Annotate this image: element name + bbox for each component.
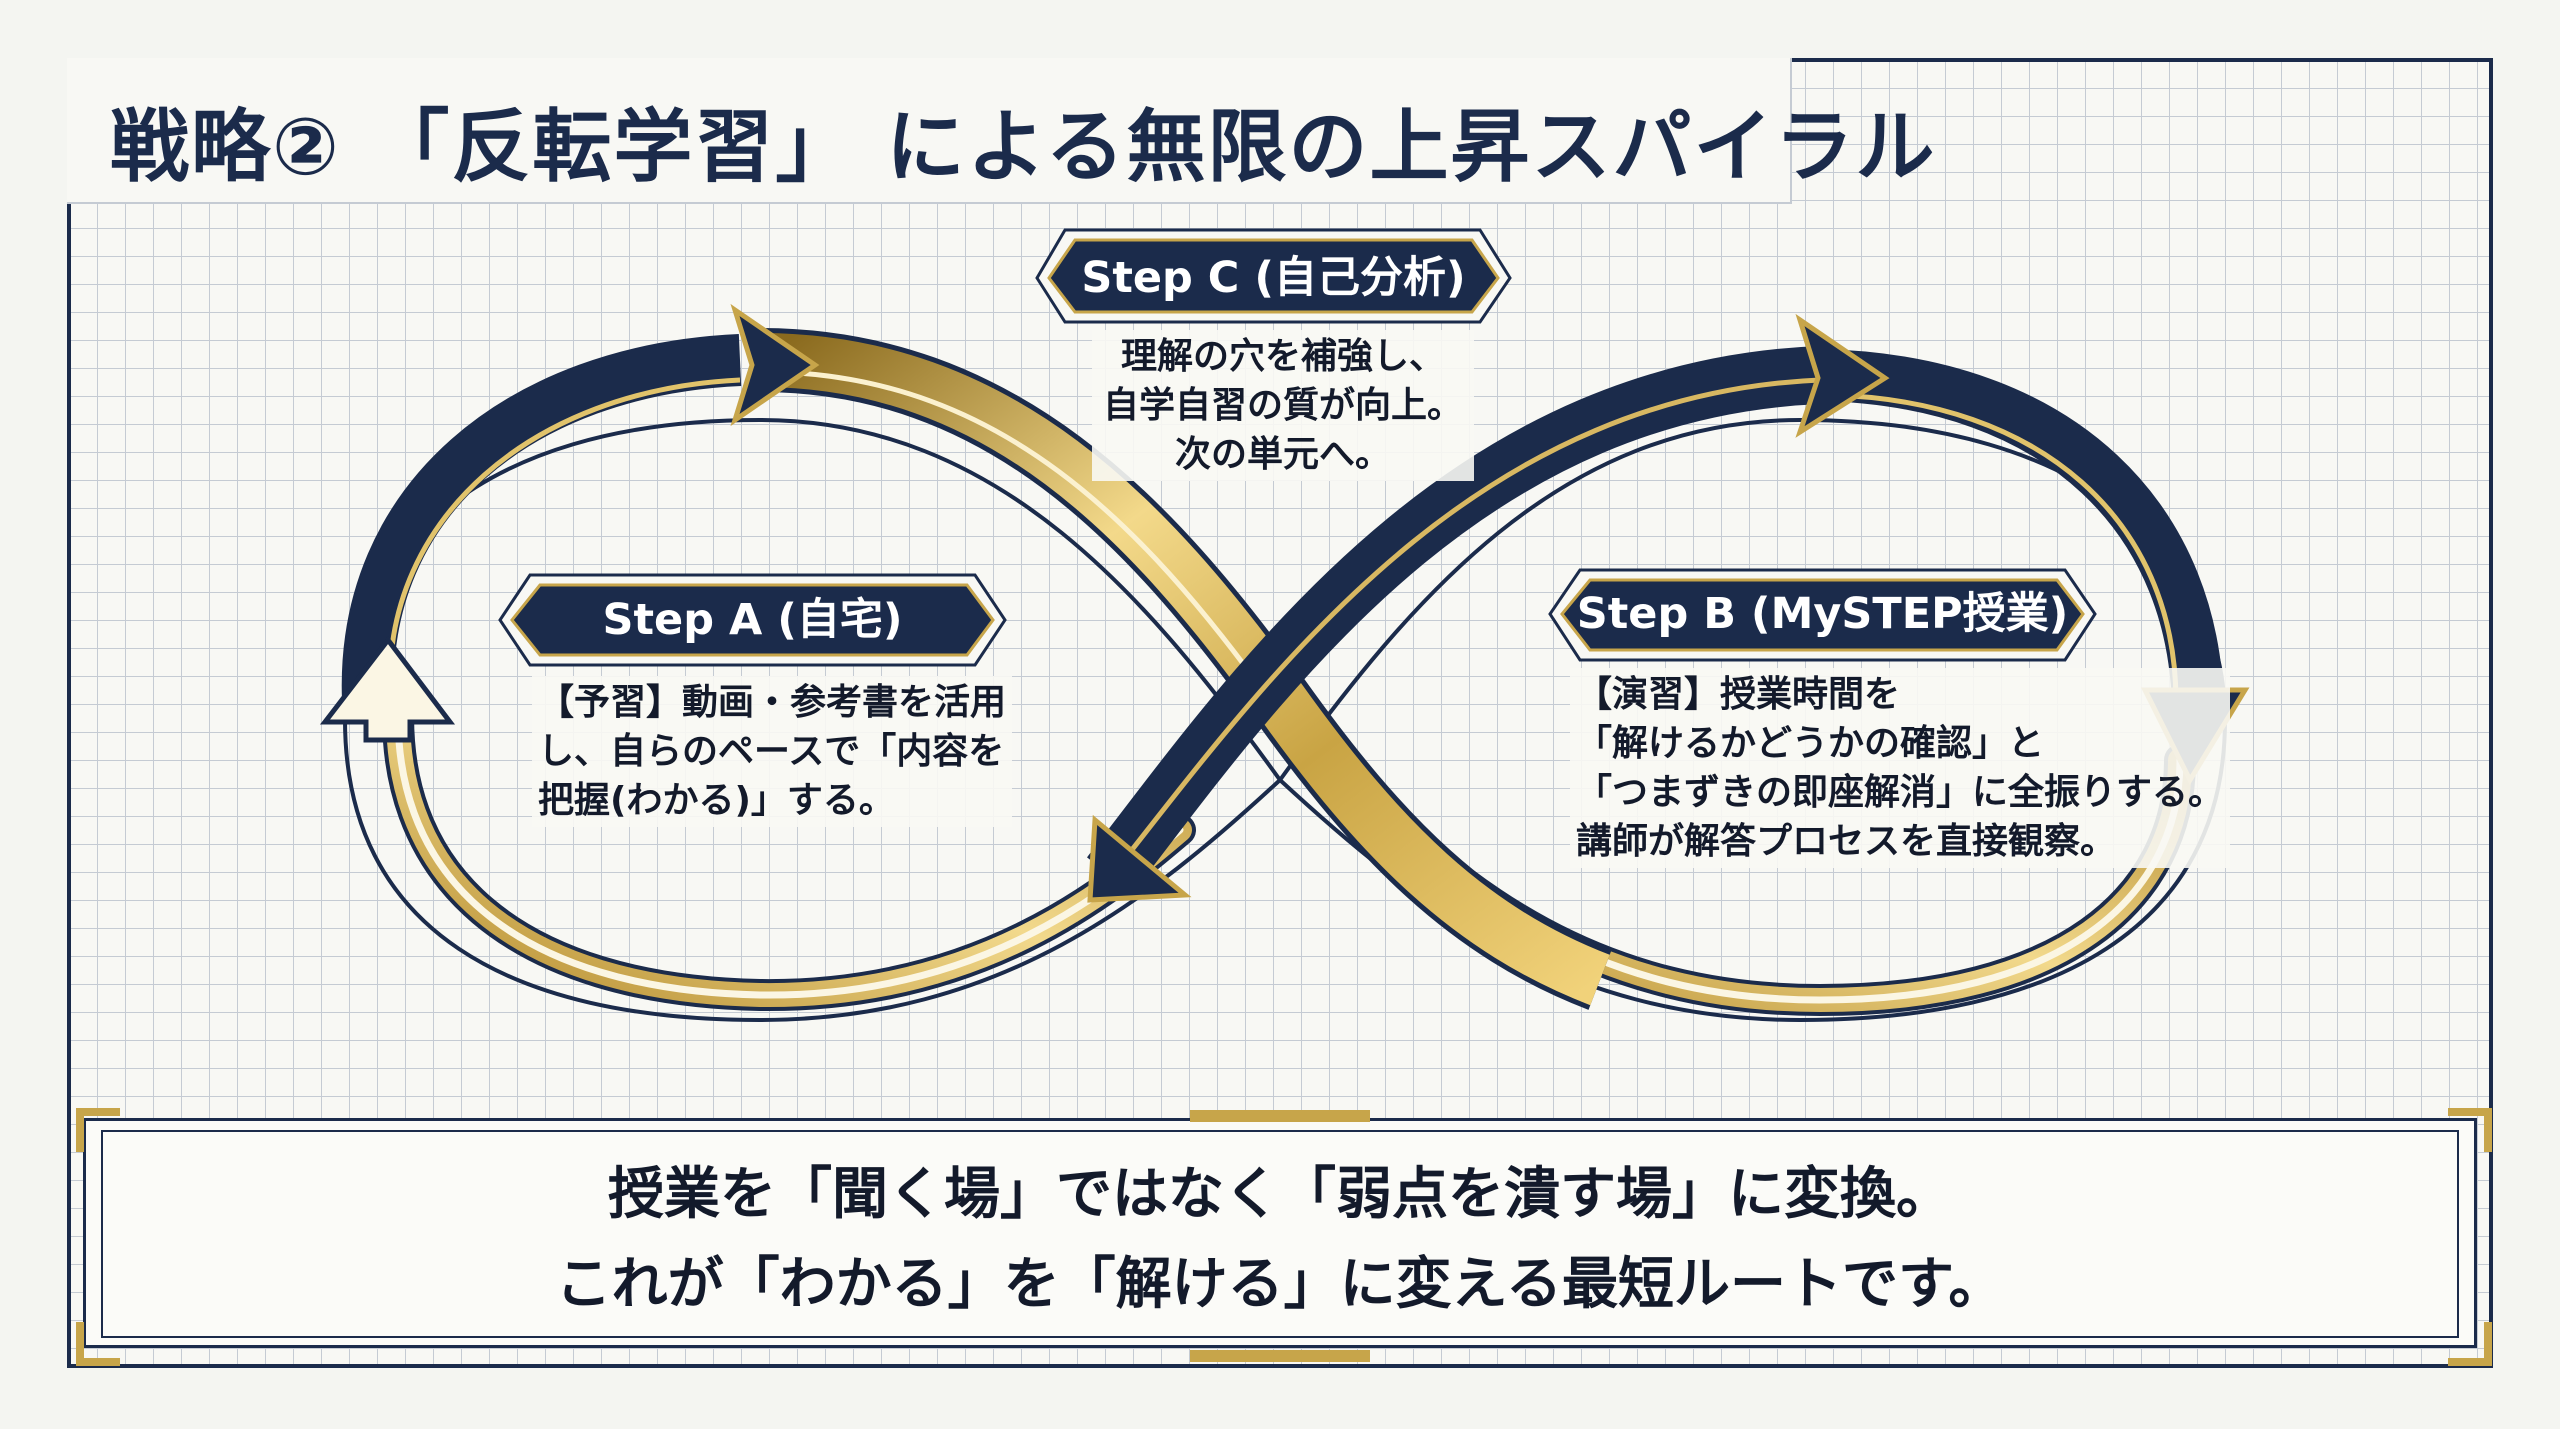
corner-ornament: [2448, 1322, 2492, 1366]
step-a-line: し、自らのペースで「内容を: [538, 731, 1005, 772]
step-b-line: 【演習】授業時間を: [1576, 674, 1901, 715]
step-a-description: 【予習】動画・参考書を活用 し、自らのペースで「内容を 把握(わかる)」する。: [532, 676, 1013, 827]
title-panel: [67, 58, 1792, 204]
step-b-line: 講師が解答プロセスを直接観察。: [1576, 821, 2117, 862]
step-b-line: 「解けるかどうかの確認」と: [1576, 723, 2045, 764]
arc-step-a-to-c: [341, 334, 742, 702]
step-b-label: Step B (MySTEP授業): [1576, 589, 2069, 639]
conclusion-line-1: 授業を「聞く場」ではなく「弱点を潰す場」に変換。: [608, 1162, 1952, 1227]
arrow-head-icon: [319, 303, 2250, 903]
gold-accent-bar: [1190, 1110, 1370, 1122]
arc-right-loop: [1819, 349, 2225, 721]
step-banners: [498, 228, 2097, 667]
step-b-description: 【演習】授業時間を 「解けるかどうかの確認」と 「つまずきの即座解消」に全振りす…: [1570, 668, 2231, 868]
step-c-description: 理解の穴を補強し、 自学自習の質が向上。 次の単元へ。: [1092, 330, 1474, 481]
step-c-line: 自学自習の質が向上。: [1102, 385, 1463, 426]
gold-accent-bar: [1190, 1350, 1370, 1362]
step-a-label: Step A (自宅): [602, 595, 903, 645]
step-c-line: 理解の穴を補強し、: [1120, 336, 1445, 377]
conclusion-text: 授業を「聞く場」ではなく「弱点を潰す場」に変換。 これが「わかる」を「解ける」に…: [101, 1150, 2459, 1330]
step-a-line: 把握(わかる)」する。: [538, 780, 895, 821]
corner-ornament: [76, 1322, 120, 1366]
page-title: 戦略② 「反転学習」 による無限の上昇スパイラル: [110, 101, 1937, 193]
step-a-line: 【予習】動画・参考書を活用: [538, 682, 1007, 723]
conclusion-line-2: これが「わかる」を「解ける」に変える最短ルートです。: [555, 1252, 2005, 1317]
step-c-label: Step C (自己分析): [1081, 253, 1466, 303]
corner-ornament: [2448, 1108, 2492, 1152]
step-c-line: 次の単元へ。: [1174, 434, 1391, 475]
arc-step-b-to-a: [1087, 346, 1822, 893]
corner-ornament: [76, 1108, 120, 1152]
step-b-line: 「つまずきの即座解消」に全振りする。: [1576, 772, 2225, 813]
conclusion-inner-border: [101, 1130, 2459, 1338]
conclusion-panel: [83, 1118, 2477, 1348]
